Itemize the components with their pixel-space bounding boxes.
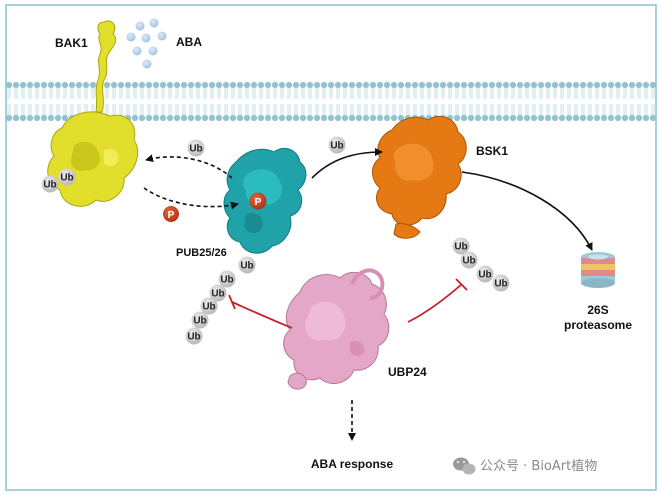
- label-ubp24: UBP24: [388, 365, 427, 379]
- ub-bsk1-3: Ub: [476, 265, 494, 283]
- cell-membrane: [5, 81, 657, 122]
- label-bak1: BAK1: [55, 36, 88, 50]
- ub-free-top: Ub: [328, 136, 346, 154]
- label-pub25-26: PUB25/26: [176, 247, 227, 259]
- wechat-icon: [453, 457, 476, 475]
- svg-text:Ub: Ub: [211, 289, 224, 300]
- proteasome-icon: [581, 252, 615, 288]
- svg-text:Ub: Ub: [189, 144, 202, 155]
- phospho-tag-free: P: [163, 206, 179, 222]
- svg-text:Ub: Ub: [454, 242, 467, 253]
- aba-molecules: [126, 18, 167, 69]
- ub-bsk1-2: Ub: [460, 251, 478, 269]
- svg-text:Ub: Ub: [330, 141, 343, 152]
- svg-text:Ub: Ub: [193, 316, 206, 327]
- inhibition-ubp24-to-pub: [231, 301, 293, 329]
- ub-pub-4: Ub: [200, 297, 218, 315]
- label-aba: ABA: [176, 35, 202, 49]
- svg-text:Ub: Ub: [240, 261, 253, 272]
- ub-pub-2: Ub: [218, 270, 236, 288]
- dashed-arrow-bak1-to-pub: [143, 187, 239, 210]
- svg-text:Ub: Ub: [494, 279, 507, 290]
- arrow-pub-to-bsk1: [311, 148, 383, 179]
- phospho-tag-pub: P: [249, 192, 267, 210]
- arrows: [143, 148, 593, 441]
- svg-text:Ub: Ub: [202, 302, 215, 313]
- svg-text:Ub: Ub: [462, 256, 475, 267]
- svg-text:Ub: Ub: [187, 332, 200, 343]
- dashed-arrow-pub-to-bak1: [145, 154, 233, 179]
- watermark-text: 公众号 · BioArt植物: [480, 459, 597, 474]
- ub-pub-3: Ub: [209, 284, 227, 302]
- ub-bak1-b: Ub: [58, 168, 76, 186]
- ub-pub-1: Ub: [238, 256, 256, 274]
- watermark: 公众号 · BioArt植物: [453, 457, 597, 475]
- svg-text:Ub: Ub: [43, 180, 56, 191]
- bsk1-protein: [372, 116, 467, 239]
- svg-text:Ub: Ub: [478, 270, 491, 281]
- label-aba-response: ABA response: [311, 457, 394, 471]
- ub-bak1-a: Ub: [41, 175, 59, 193]
- label-bsk1: BSK1: [476, 144, 508, 158]
- ub-bsk1-4: Ub: [492, 274, 510, 292]
- svg-text:Ub: Ub: [220, 275, 233, 286]
- inhibition-lines: [228, 278, 468, 329]
- label-26s: 26S: [587, 303, 608, 317]
- ubp24-protein: [283, 268, 390, 390]
- arrow-bsk1-to-proteasome: [461, 171, 593, 251]
- ub-bsk1-1: Ub: [452, 237, 470, 255]
- svg-text:P: P: [168, 210, 175, 221]
- inhibition-ubp24-to-bsk1: [407, 283, 463, 323]
- ub-pub-5: Ub: [191, 311, 209, 329]
- ub-bak1-top: Ub: [187, 139, 205, 157]
- svg-text:P: P: [255, 197, 262, 208]
- svg-text:Ub: Ub: [60, 173, 73, 184]
- ub-pub-6: Ub: [185, 327, 203, 345]
- label-proteasome: proteasome: [564, 318, 632, 332]
